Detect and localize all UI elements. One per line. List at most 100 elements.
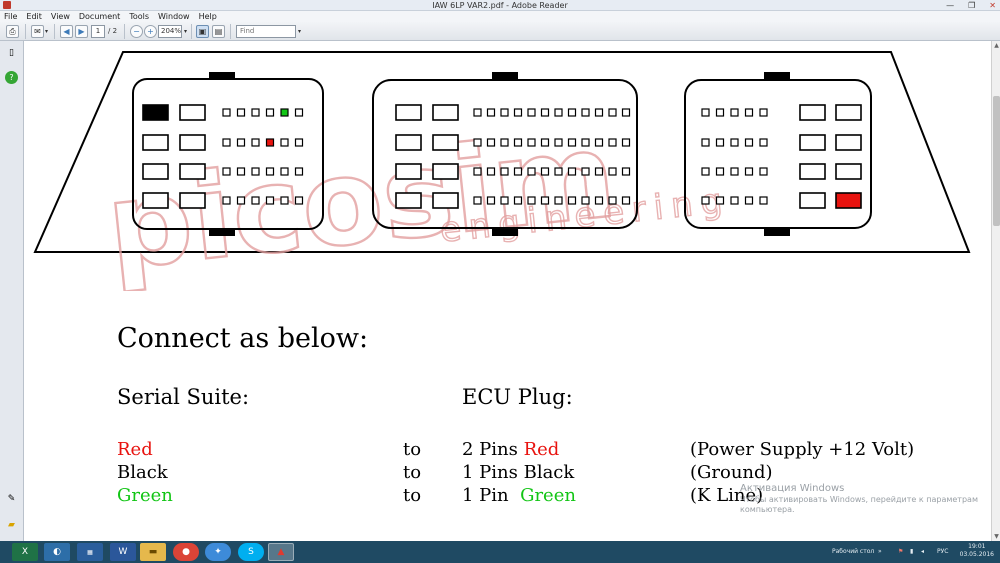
close-button[interactable]: ✕ [989,1,996,10]
fit-width-icon[interactable]: ▤ [212,25,225,38]
row-to: to [403,462,422,483]
small-pin [236,108,246,117]
small-pin [554,138,563,147]
menu-file[interactable]: File [4,12,18,21]
paint-icon[interactable]: ✦ [205,543,231,561]
acronis-icon[interactable]: ▦ [77,543,103,561]
desktop-toolbar-label[interactable]: Рабочий стол [832,548,875,555]
toolbar-separator [25,24,26,39]
small-pin [222,196,231,205]
minimize-button[interactable]: — [946,1,955,10]
zoom-in-icon[interactable]: + [144,25,157,38]
small-pin [744,138,754,147]
pin-function: (Power Supply +12 Volt) [690,439,915,460]
small-pin [715,167,725,176]
small-pin [540,196,550,205]
small-pin [513,196,523,205]
menu-edit[interactable]: Edit [26,12,42,21]
small-pin [500,138,509,147]
right-top-latch [764,72,790,80]
small-pin [715,108,725,117]
pages-icon[interactable]: ▯ [9,48,14,58]
comments-icon[interactable]: ▰ [8,520,15,530]
page-number-input[interactable]: 1 [91,25,105,38]
small-pin [701,167,710,176]
small-pin [222,167,231,176]
ecu-pins: 2 Pins Red [462,439,559,461]
clock-date: 03.05.2016 [959,551,994,558]
tray-network-icon[interactable]: ▮ [910,548,914,555]
print-icon[interactable]: ⎙ [6,25,19,38]
small-pin [473,138,482,147]
small-pin [294,167,304,176]
scroll-thumb[interactable] [993,96,1000,226]
zoom-level-input[interactable]: 204% [158,25,182,38]
large-pin [432,134,459,151]
next-page-icon[interactable]: ▶ [75,25,88,38]
adobe-reader-icon [3,1,11,9]
scroll-down-icon[interactable]: ▼ [994,533,999,540]
email-dropdown-icon[interactable]: ▾ [45,28,49,35]
small-pin [222,108,231,117]
menu-window[interactable]: Window [158,12,190,21]
small-pin [554,196,563,205]
previous-page-icon[interactable]: ◀ [60,25,73,38]
activation-title: Активация Windows [740,483,845,494]
large-pin [835,192,862,209]
small-pin [581,138,590,147]
tray-flag-icon[interactable]: ⚑ [898,548,904,555]
small-pin [621,108,631,117]
small-pin [527,108,536,117]
small-pin [513,138,523,147]
small-pin [540,167,550,176]
left-bottom-latch [209,228,235,236]
small-pin [567,196,577,205]
tray-overflow-icon[interactable]: » [878,548,882,555]
small-pin [730,196,739,205]
email-icon[interactable]: ✉ [31,25,44,38]
small-pin [294,108,304,117]
word-icon[interactable]: W [110,543,136,561]
large-pin [799,163,826,180]
menu-document[interactable]: Document [78,12,121,21]
small-pin [251,138,260,147]
pin-function: (K Line) [690,485,764,506]
serial-suite-heading: Serial Suite: [117,385,250,409]
small-pin [594,138,604,147]
menu-view[interactable]: View [50,12,70,21]
zoom-out-icon[interactable]: − [130,25,143,38]
skype-icon[interactable]: S [238,543,264,561]
tray-volume-icon[interactable]: ◂ [921,548,925,555]
menu-tools[interactable]: Tools [129,12,150,21]
row-to: to [403,439,422,460]
attachments-icon[interactable]: ✎ [7,494,16,504]
maximize-button[interactable]: ❐ [968,1,976,10]
fit-page-icon[interactable]: ▣ [196,25,209,38]
input-language[interactable]: РУС [937,548,949,555]
large-pin [142,104,169,121]
ecu-pins: 1 Pin Green [462,485,576,507]
find-input[interactable]: Find [236,25,296,38]
help-icon[interactable]: ? [5,71,18,84]
media-icon[interactable]: ◐ [44,543,70,561]
vertical-scrollbar[interactable]: ▲ ▼ [991,41,1000,541]
small-pin [473,167,482,176]
pins-color-red: Red [523,439,560,460]
pins-count: 1 Pins [462,462,524,483]
small-pin [594,108,604,117]
find-dropdown-icon[interactable]: ▾ [298,28,302,35]
small-pin [581,196,590,205]
chrome-icon[interactable]: ● [173,543,199,561]
small-pin [236,196,246,205]
adobe-reader-icon[interactable]: ▲ [268,543,294,561]
small-pin [486,108,496,117]
wire-color-green: Green [117,485,173,506]
small-pin [608,196,617,205]
clock[interactable]: 19:01 03.05.2016 [960,543,994,559]
explorer-icon[interactable]: ▬ [140,543,166,561]
excel-icon[interactable]: X [12,543,38,561]
small-pin [759,167,768,176]
menu-help[interactable]: Help [198,12,217,21]
scroll-up-icon[interactable]: ▲ [994,42,999,49]
zoom-dropdown-icon[interactable]: ▾ [184,28,188,35]
